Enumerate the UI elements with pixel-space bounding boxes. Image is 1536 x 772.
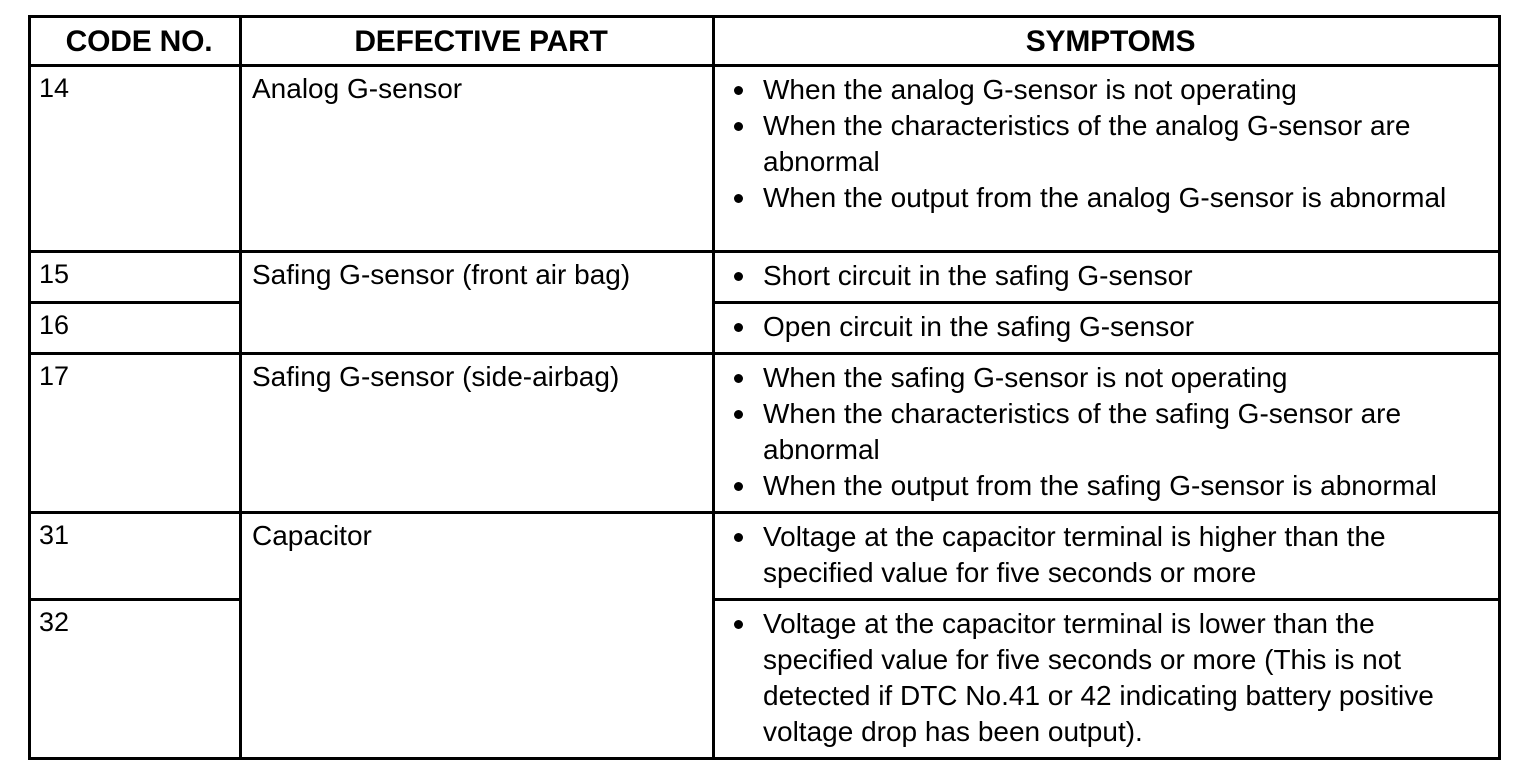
cell-symptoms: Voltage at the capacitor terminal is hig… — [712, 511, 1501, 601]
symptom-text: When the analog G-sensor is not operatin… — [763, 74, 1297, 105]
cell-code-no: 31 — [28, 511, 242, 601]
list-item: When the characteristics of the safing G… — [715, 396, 1488, 468]
cell-code-no: 14 — [28, 64, 242, 253]
cell-symptoms: When the analog G-sensor is not operatin… — [712, 64, 1501, 253]
bullet-icon — [734, 272, 743, 281]
symptom-text: When the output from the analog G-sensor… — [763, 182, 1447, 213]
defective-part-value: Safing G-sensor (front air bag) — [252, 259, 631, 290]
column-header-symptoms-label: SYMPTOMS — [1025, 25, 1196, 58]
bullet-icon — [734, 86, 743, 95]
dtc-code-table: CODE NO. DEFECTIVE PART SYMPTOMS 14 Anal… — [28, 15, 1501, 760]
bullet-icon — [734, 122, 743, 131]
cell-defective-part: Analog G-sensor — [239, 64, 715, 253]
cell-defective-part: Safing G-sensor (side-airbag) — [239, 352, 715, 514]
symptom-list: Voltage at the capacitor terminal is hig… — [715, 519, 1488, 591]
list-item: When the analog G-sensor is not operatin… — [715, 72, 1488, 108]
defective-part-value: Safing G-sensor (side-airbag) — [252, 361, 620, 392]
code-no-value: 17 — [39, 361, 70, 391]
table-row: 14 Analog G-sensor When the analog G-sen… — [28, 64, 1501, 253]
symptom-text: When the output from the safing G-sensor… — [763, 470, 1437, 501]
list-item: When the safing G-sensor is not operatin… — [715, 360, 1488, 396]
table-body: 14 Analog G-sensor When the analog G-sen… — [28, 64, 1501, 760]
bullet-icon — [734, 194, 743, 203]
table-row: 15 Safing G-sensor (front air bag) Short… — [28, 250, 1501, 355]
column-header-code-no-label: CODE NO. — [65, 25, 213, 58]
cell-symptoms: Short circuit in the safing G-sensor — [712, 250, 1501, 304]
list-item: Open circuit in the safing G-sensor — [715, 309, 1488, 345]
code-no-value: 16 — [39, 310, 70, 340]
list-item: When the characteristics of the analog G… — [715, 108, 1488, 180]
cell-defective-part: Safing G-sensor (front air bag) — [239, 250, 715, 355]
bullet-icon — [734, 374, 743, 383]
list-item: When the output from the safing G-sensor… — [715, 468, 1488, 504]
symptom-list: When the safing G-sensor is not operatin… — [715, 360, 1488, 504]
table-header-row: CODE NO. DEFECTIVE PART SYMPTOMS — [28, 15, 1501, 67]
table-header: CODE NO. DEFECTIVE PART SYMPTOMS — [28, 15, 1501, 67]
bullet-icon — [734, 410, 743, 419]
symptom-text: When the safing G-sensor is not operatin… — [763, 362, 1288, 393]
cell-code-no: 16 — [28, 301, 242, 355]
bullet-icon — [734, 620, 743, 629]
symptom-list: When the analog G-sensor is not operatin… — [715, 72, 1488, 216]
code-no-value: 32 — [39, 607, 70, 637]
cell-symptoms: Voltage at the capacitor terminal is low… — [712, 598, 1501, 760]
table-row: 17 Safing G-sensor (side-airbag) When th… — [28, 352, 1501, 514]
defective-part-value: Capacitor — [252, 520, 372, 551]
cell-code-no: 32 — [28, 598, 242, 760]
bullet-icon — [734, 323, 743, 332]
list-item: Voltage at the capacitor terminal is low… — [715, 606, 1488, 750]
code-no-value: 31 — [39, 520, 70, 550]
code-no-value: 14 — [39, 73, 70, 103]
cell-code-no: 17 — [28, 352, 242, 514]
list-item: When the output from the analog G-sensor… — [715, 180, 1488, 216]
cell-symptoms: Open circuit in the safing G-sensor — [712, 301, 1501, 355]
column-header-symptoms: SYMPTOMS — [712, 15, 1501, 67]
cell-symptoms: When the safing G-sensor is not operatin… — [712, 352, 1501, 514]
symptom-text: When the characteristics of the analog G… — [763, 110, 1411, 177]
cell-defective-part: Capacitor — [239, 511, 715, 760]
table-row: 16 Open circuit in the safing G-sensor — [28, 301, 1501, 355]
defective-part-value: Analog G-sensor — [252, 73, 463, 104]
column-header-defective-part: DEFECTIVE PART — [239, 15, 715, 67]
symptom-text: Short circuit in the safing G-sensor — [763, 260, 1193, 291]
symptom-list: Open circuit in the safing G-sensor — [715, 309, 1488, 345]
cell-code-no: 15 — [28, 250, 242, 304]
symptom-text: Voltage at the capacitor terminal is low… — [763, 608, 1434, 747]
table-row: 31 Capacitor Voltage at the capacitor te… — [28, 511, 1501, 760]
column-header-defective-part-label: DEFECTIVE PART — [354, 25, 608, 58]
list-item: Voltage at the capacitor terminal is hig… — [715, 519, 1488, 591]
list-item: Short circuit in the safing G-sensor — [715, 258, 1488, 294]
bullet-icon — [734, 533, 743, 542]
symptom-list: Voltage at the capacitor terminal is low… — [715, 606, 1488, 750]
symptom-text: Voltage at the capacitor terminal is hig… — [763, 521, 1386, 588]
symptom-text: Open circuit in the safing G-sensor — [763, 311, 1195, 342]
symptom-text: When the characteristics of the safing G… — [763, 398, 1402, 465]
bullet-icon — [734, 482, 743, 491]
symptom-list: Short circuit in the safing G-sensor — [715, 258, 1488, 294]
code-no-value: 15 — [39, 259, 70, 289]
column-header-code-no: CODE NO. — [28, 15, 242, 67]
table-row: 32 Voltage at the capacitor terminal is … — [28, 598, 1501, 760]
